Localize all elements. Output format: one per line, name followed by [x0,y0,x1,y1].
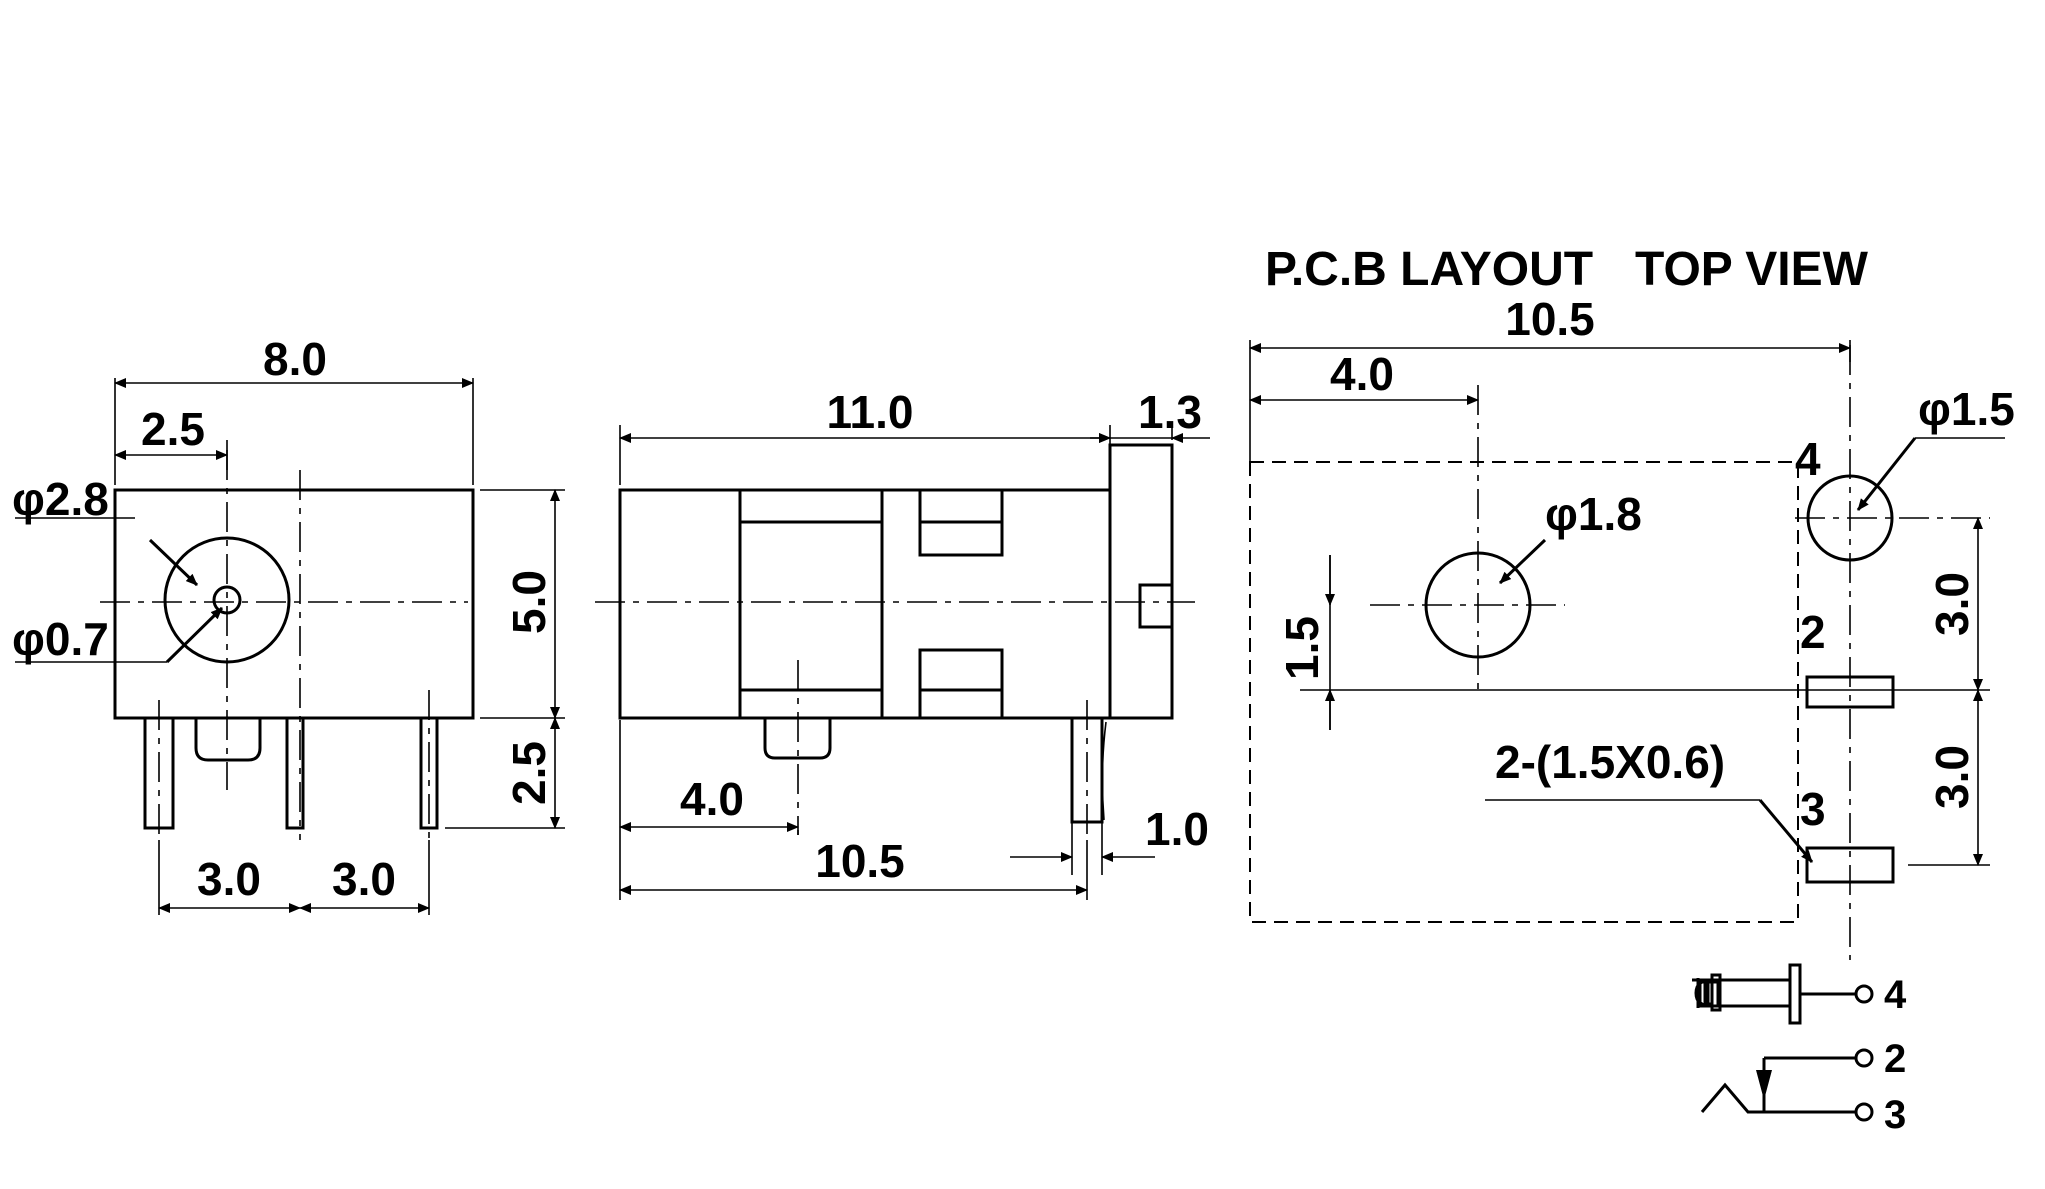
dim-width: 8.0 [263,333,327,385]
dim-vertical-offset: 1.5 [1276,616,1328,680]
side-window-bottom [918,648,1004,720]
dim-inner-diameter: φ0.7 [12,613,109,665]
side-body-outline [618,488,1112,720]
dim-slots: 2-(1.5X0.6) [1495,736,1725,788]
dim-pitch-right: 3.0 [332,853,396,905]
terminal-4-icon [1854,984,1874,1004]
pad-label-3: 3 [1800,783,1826,835]
schematic-pin-2: 2 [1884,1037,1906,1081]
pad-label-2: 2 [1800,606,1826,658]
dim-flange: 1.3 [1138,386,1202,438]
dim-offset: 2.5 [141,403,205,455]
front-view: 8.0 2.5 φ2.8 φ0.7 5.0 2.5 3.0 3.0 [12,333,565,915]
dim-pitch-upper: 3.0 [1926,572,1978,636]
title-pcb-layout: P.C.B LAYOUT [1265,243,1593,296]
dim-outer-diameter: φ2.8 [12,473,109,525]
terminal-2-icon [1854,1048,1874,1068]
terminal-3-icon [1854,1102,1874,1122]
schematic-pin-3: 3 [1884,1093,1906,1137]
dim-height: 5.0 [503,570,555,634]
footprint-outline [1249,461,1799,923]
dim-small-hole: φ1.5 [1918,383,2015,435]
front-pin-middle [285,716,305,830]
dim-pitch-left: 3.0 [197,853,261,905]
dim-peg-offset: 4.0 [680,773,744,825]
dim-pitch-lower: 3.0 [1926,745,1978,809]
dim-pin-width: 1.0 [1145,803,1209,855]
side-view: 11.0 1.3 4.0 10.5 1.0 [595,386,1210,900]
pad-label-4: 4 [1795,433,1821,485]
dim-total-length: 10.5 [1505,293,1595,345]
plug-collar [1788,963,1802,1025]
front-peg [194,718,262,762]
dim-hole-offset: 4.0 [1330,348,1394,400]
side-tab [1138,583,1174,629]
dim-pin-length: 2.5 [503,741,555,805]
dim-large-hole: φ1.8 [1545,488,1642,540]
jack-schematic-symbol: 4 2 3 [1692,963,1907,1137]
title-top-view: TOP VIEW [1635,243,1869,296]
plug-tip [1694,978,1790,1008]
schematic-pin-4: 4 [1884,973,1907,1017]
side-flange [1108,443,1174,720]
front-body-outline [113,488,475,720]
dim-body-length: 11.0 [827,386,914,438]
pcb-layout-view: P.C.B LAYOUT TOP VIEW [1249,243,2015,960]
dim-pin-distance: 10.5 [815,835,905,887]
side-peg [763,718,832,760]
